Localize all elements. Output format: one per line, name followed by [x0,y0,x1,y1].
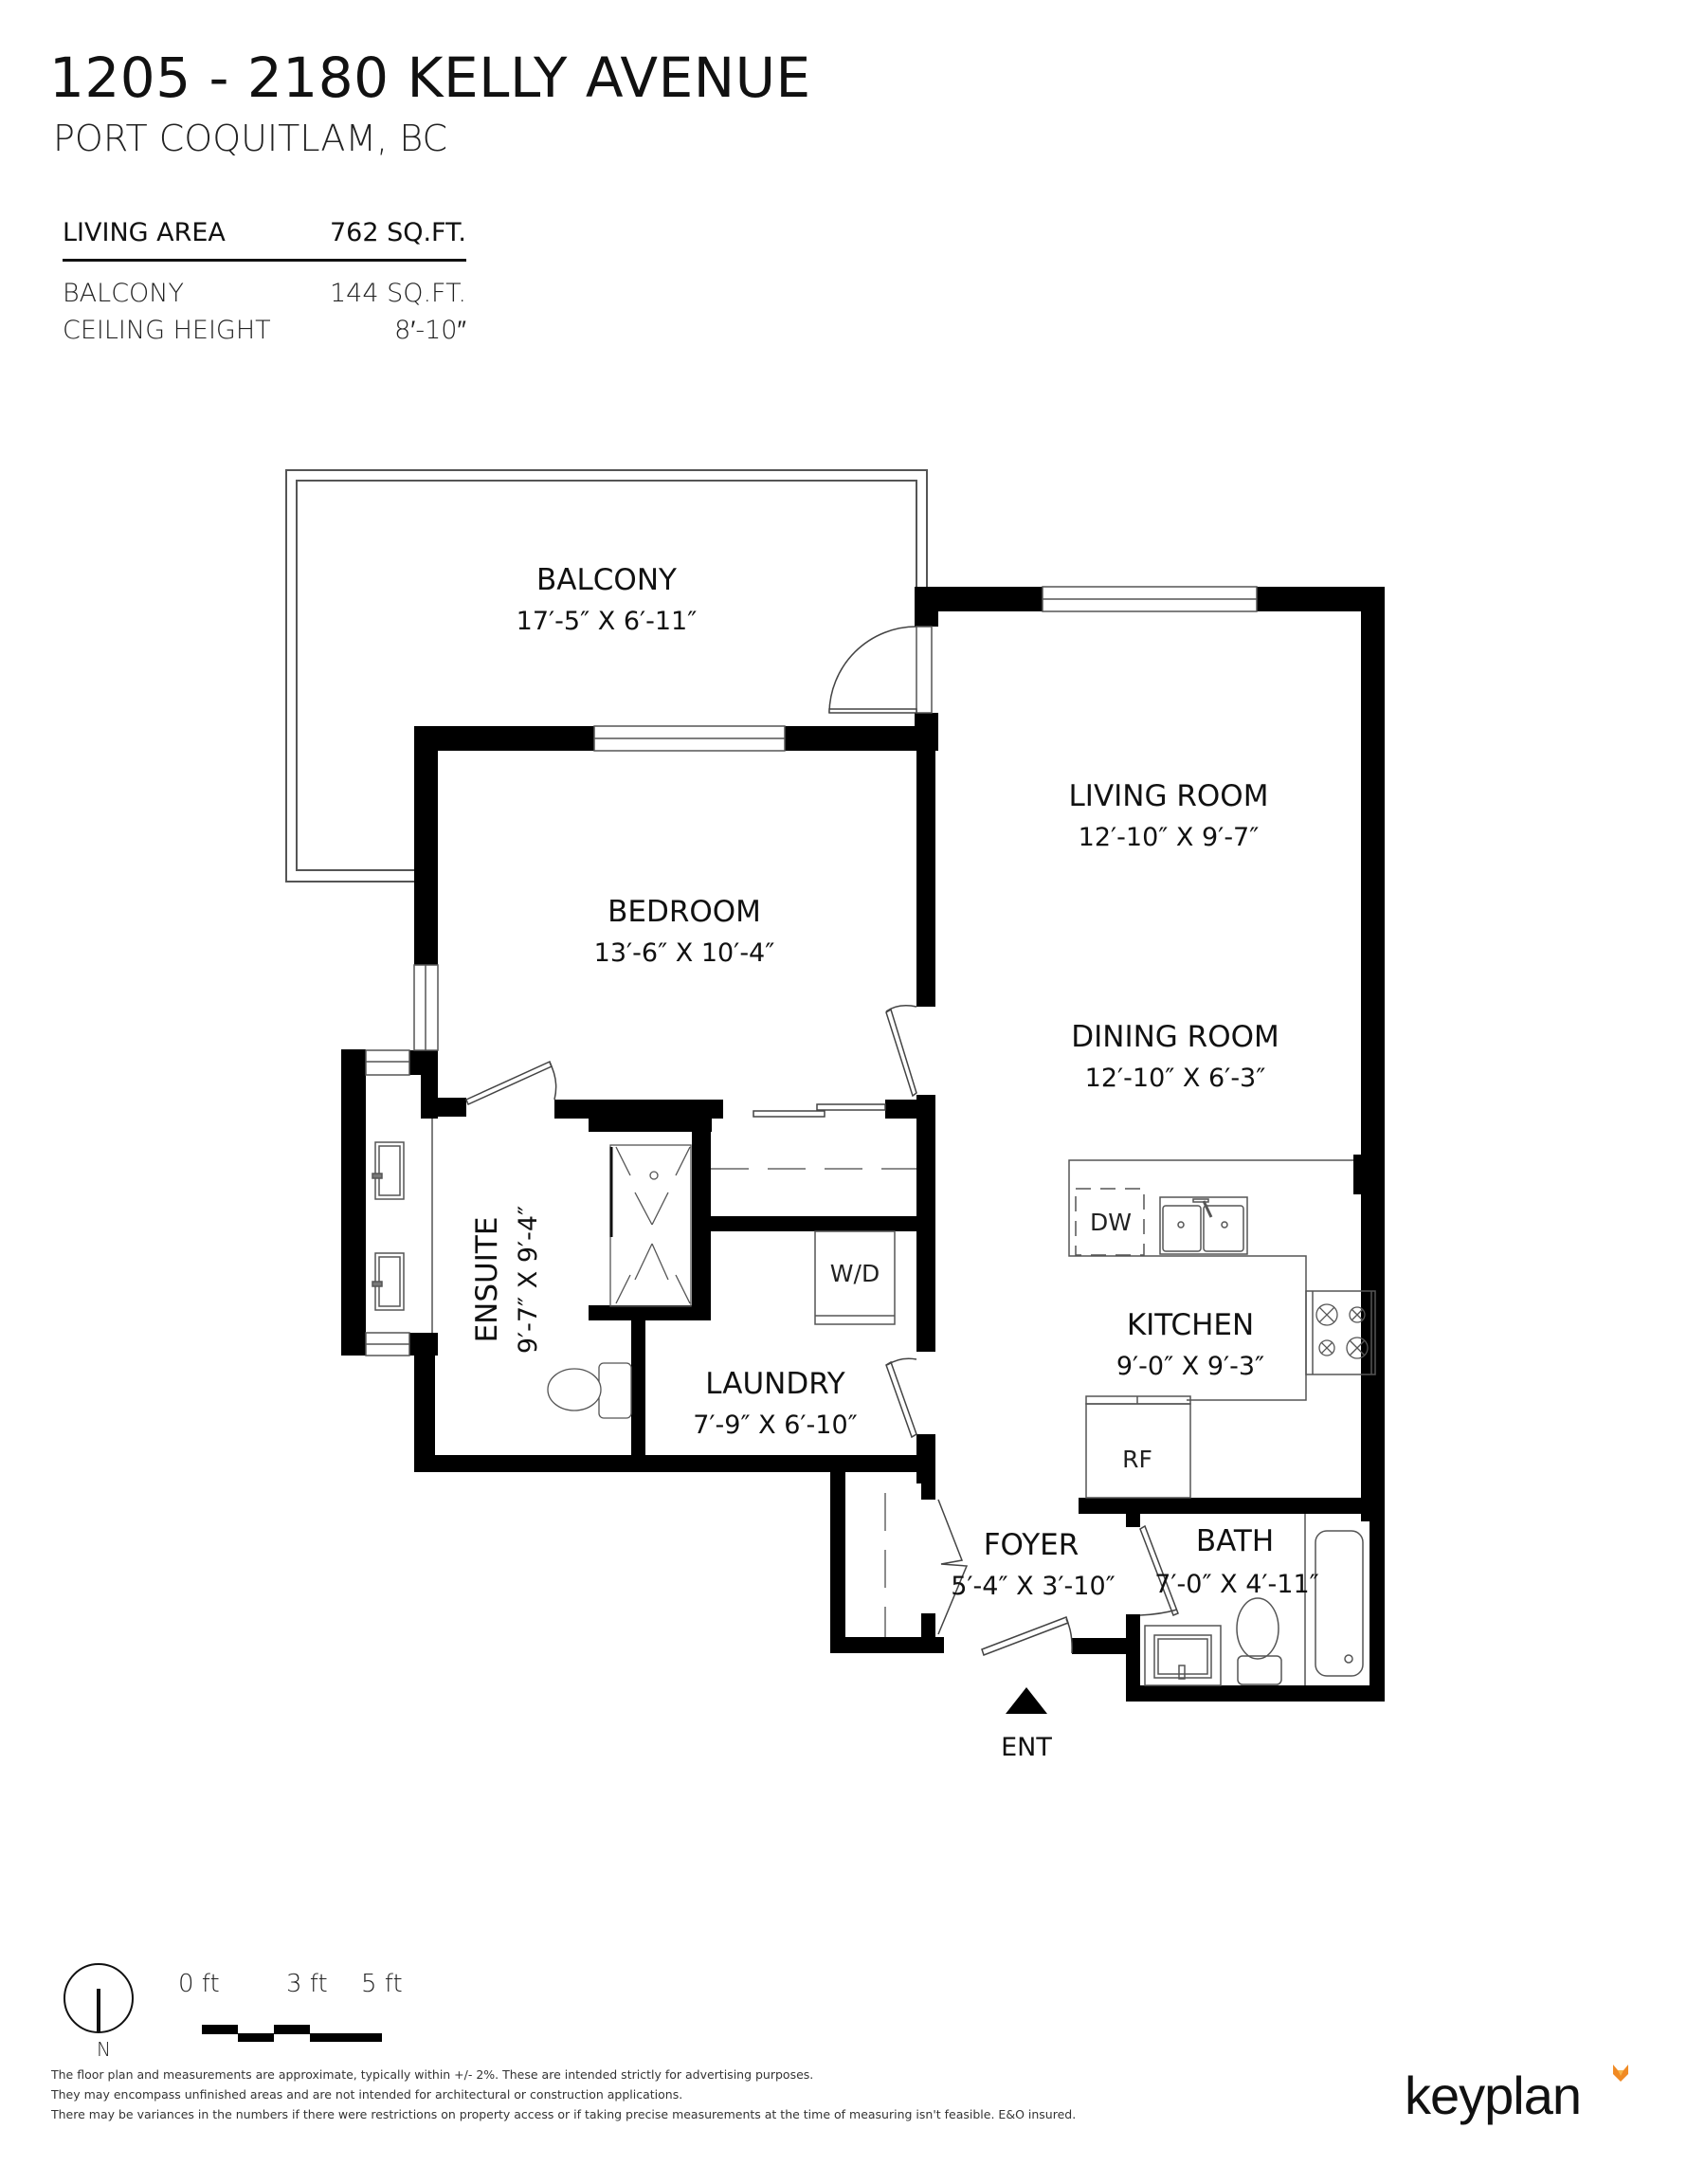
kitchen-name: KITCHEN [1127,1308,1254,1342]
kitchen-counters [1068,1159,1376,1499]
scale-bar [202,2025,382,2042]
brand-name: keyplan [1405,2066,1582,2125]
ensuite-name: ENSUITE [470,1217,504,1343]
balcony-area-label: BALCONY [63,279,184,308]
foyer-name: FOYER [984,1528,1079,1562]
ensuite-dims: 9′-7″ X 9′-4″ [514,1206,543,1354]
ensuite-vanity [372,1119,433,1333]
living-area-value: 762 SQ.FT. [329,218,466,247]
ensuite-toilet [547,1362,632,1419]
foyer-dims: 5′-4″ X 3′-10″ [951,1572,1115,1601]
scale-label-5: 5 ft [361,1970,403,1998]
fox-icon [1613,2065,1628,2082]
room-labels: BALCONY 17′-5″ X 6′-11″ LIVING ROOM 12′-… [470,563,1319,1601]
balcony-area-row: BALCONY 144 SQ.FT. [63,279,466,308]
scale-label-0: 0 ft [178,1970,220,1998]
laundry-name: LAUNDRY [705,1367,844,1401]
balcony-name: BALCONY [536,563,677,597]
washer-dryer-label: W/D [830,1260,880,1287]
stove-burners [1315,1303,1369,1359]
ceiling-height-row: CEILING HEIGHT 8′-10″ [63,316,466,345]
property-address-title: 1205 - 2180 KELLY AVENUE [49,46,811,110]
living-room-dims: 12′-10″ X 9′-7″ [1079,823,1260,852]
windows [365,586,1258,1356]
dining-room-dims: 12′-10″ X 6′-3″ [1085,1064,1266,1093]
property-city: PORT COQUITLAM, BC [53,118,448,159]
entrance-label: ENT [1001,1733,1052,1762]
shower [609,1144,692,1307]
closet-shelf-lines [711,1168,916,1637]
dishwasher-label: DW [1090,1209,1132,1236]
disclaimer-line: They may encompass unfinished areas and … [51,2087,683,2102]
disclaimer-line: There may be variances in the numbers if… [51,2107,1077,2121]
plan-legend [63,1963,382,2042]
disclaimer-line: The floor plan and measurements are appr… [51,2067,814,2082]
living-area-row: LIVING AREA 762 SQ.FT. [63,218,466,262]
living-room-name: LIVING ROOM [1069,779,1269,813]
washer-dryer [814,1230,896,1325]
ceiling-height-label: CEILING HEIGHT [63,316,271,345]
living-area-label: LIVING AREA [63,218,226,247]
bath-dims: 7′-0″ X 4′-11″ [1154,1570,1318,1599]
bath-name: BATH [1196,1524,1274,1558]
kitchen-dims: 9′-0″ X 9′-3″ [1116,1352,1264,1381]
walls [341,587,1385,1702]
balcony-outline [285,469,928,883]
disclaimer: The floor plan and measurements are appr… [51,2065,1076,2124]
bath-fixtures [1144,1514,1364,1686]
north-label: N [97,2038,111,2061]
scale-label-3: 3 ft [286,1970,328,1998]
area-summary: LIVING AREA 762 SQ.FT. BALCONY 144 SQ.FT… [63,218,466,345]
dining-room-name: DINING ROOM [1071,1020,1279,1054]
doors [465,626,1179,1656]
bedroom-name: BEDROOM [608,895,761,929]
ceiling-height-value: 8′-10″ [394,316,466,345]
floor-plan: W/D DW RF [285,469,1385,1762]
entrance-arrow-icon [1006,1687,1047,1714]
keyplan-logo: keyplan [1405,2065,1628,2126]
bedroom-dims: 13′-6″ X 10′-4″ [594,938,775,968]
balcony-area-value: 144 SQ.FT. [329,279,466,308]
balcony-dims: 17′-5″ X 6′-11″ [517,607,698,636]
refrigerator-label: RF [1122,1446,1152,1473]
laundry-dims: 7′-9″ X 6′-10″ [693,1410,857,1440]
